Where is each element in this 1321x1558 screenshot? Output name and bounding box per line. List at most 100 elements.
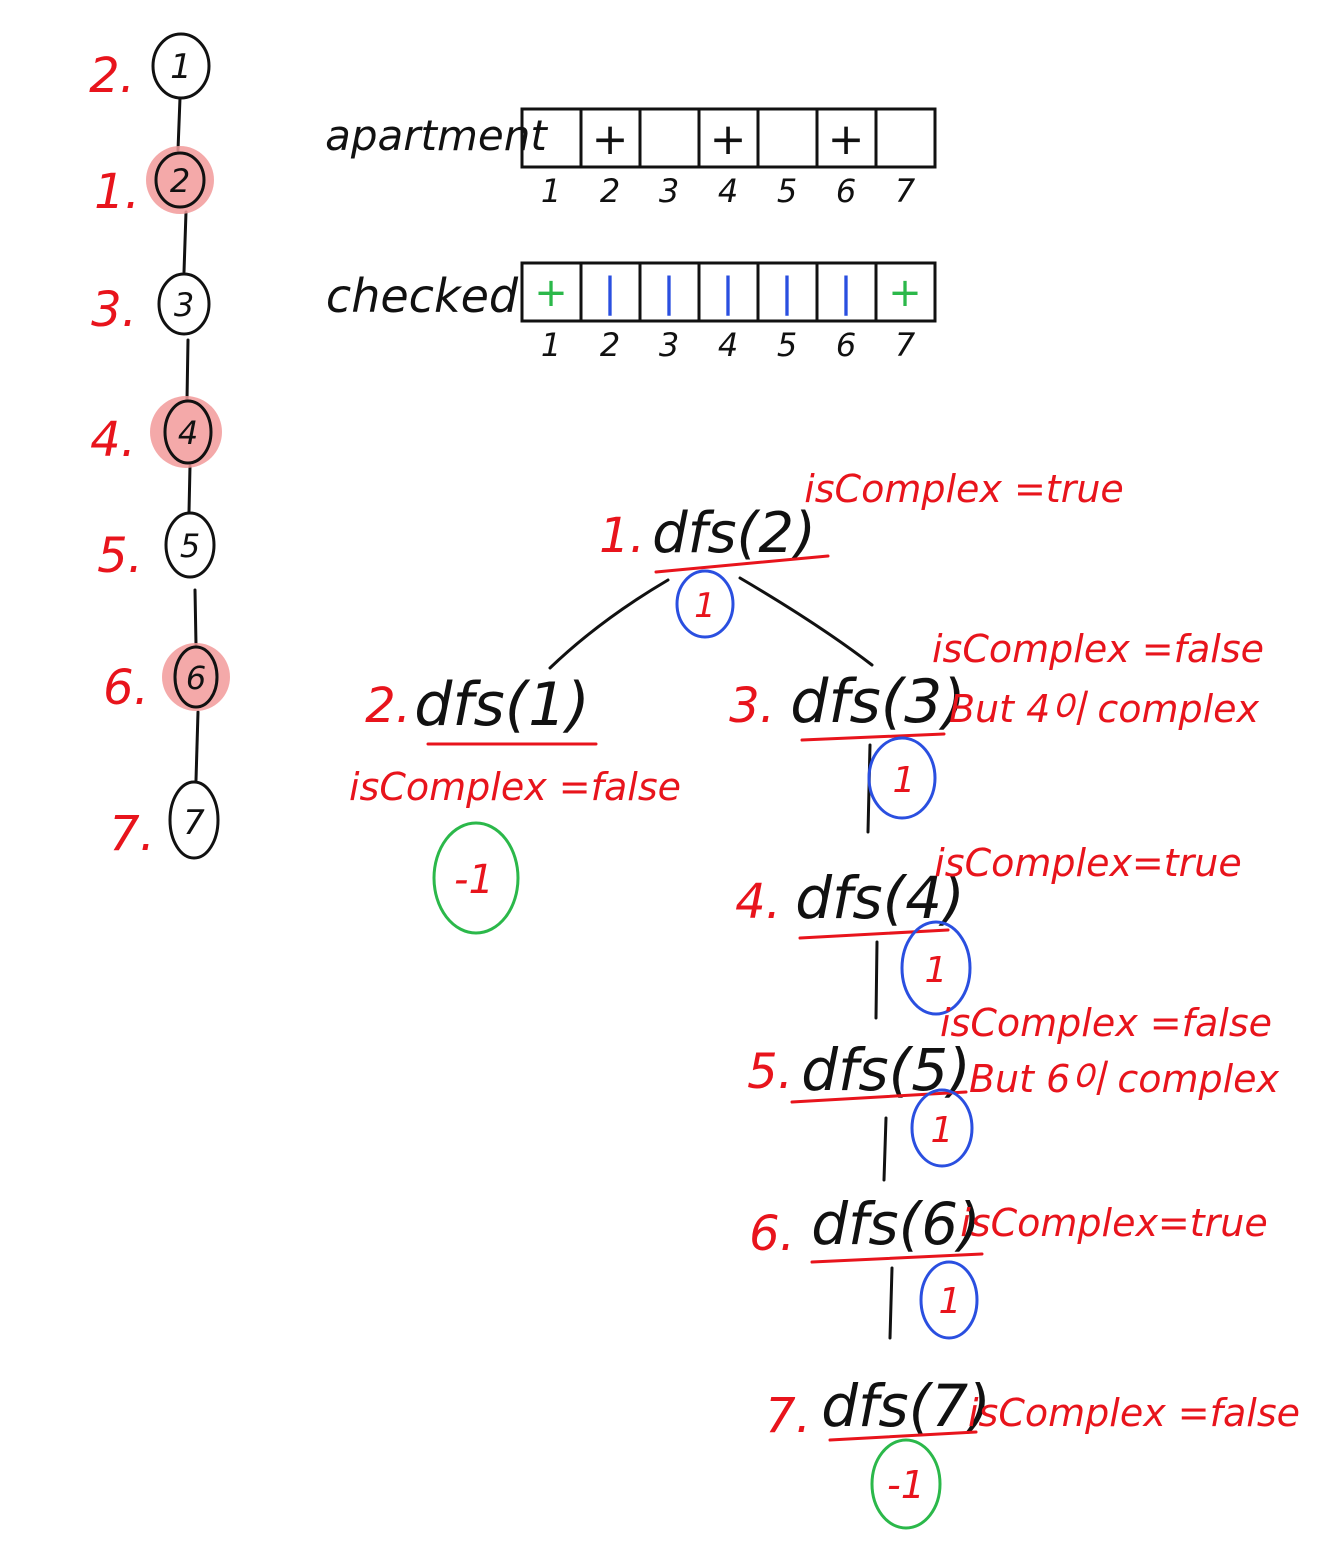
call-label: dfs(3)	[790, 667, 965, 737]
return-value: 1	[925, 950, 948, 991]
visit-order-label: 5.	[97, 528, 143, 584]
graph-edge	[193, 588, 198, 647]
graph-node-3: 3 3.	[91, 272, 211, 338]
array-index: 4	[718, 172, 738, 210]
call-step: 5.	[747, 1044, 793, 1100]
dfs-call-5: 5. dfs(5) isComplex =false But 6이 comple…	[747, 1001, 1280, 1168]
node-label: 3	[174, 286, 194, 324]
return-circle	[900, 920, 972, 1016]
array-index: 2	[600, 172, 620, 210]
call-step: 3.	[729, 678, 775, 734]
visit-order-label: 7.	[109, 806, 155, 862]
call-label: dfs(1)	[414, 670, 589, 740]
dfs-call-1: 1. dfs(2) isComplex =true 1	[599, 467, 1124, 639]
graph-node-7: 7 7.	[109, 780, 220, 862]
call-underline	[800, 732, 946, 742]
call-label: dfs(7)	[821, 1372, 991, 1440]
return-circle	[870, 1438, 942, 1530]
apartment-cell-4: +	[710, 114, 747, 165]
graph-edge	[187, 464, 192, 514]
call-note-2: But 4이 complex	[949, 687, 1260, 731]
dfs-call-tree: 1. dfs(2) isComplex =true 1 2. dfs(1) is…	[349, 467, 1300, 1530]
graph-node-5: 5 5.	[97, 511, 216, 584]
array-index: 6	[836, 326, 856, 364]
dfs-call-6: 6. dfs(6) isComplex=true 1	[749, 1190, 1268, 1340]
graph-chain: 1 2. 2 1. 3 3. 4 4. 5 5. 6	[89, 32, 230, 862]
tree-edge	[888, 1266, 894, 1340]
tree-edge	[874, 940, 879, 1020]
array-index: 4	[718, 326, 738, 364]
call-step: 4.	[735, 874, 781, 930]
call-step: 6.	[749, 1206, 795, 1262]
tree-edge	[738, 576, 874, 667]
return-circle	[910, 1088, 974, 1168]
dfs-call-3: 3. dfs(3) isComplex =false But 4이 comple…	[729, 627, 1264, 820]
array-index: 5	[777, 172, 797, 210]
call-note: isComplex =false	[968, 1391, 1300, 1435]
return-value: 1	[893, 760, 916, 801]
return-value: 1	[939, 1281, 962, 1322]
return-value: 1	[694, 586, 716, 626]
call-underline	[810, 1252, 984, 1264]
graph-edge	[185, 338, 190, 402]
call-step: 1.	[599, 508, 645, 564]
array-index: 1	[541, 172, 561, 210]
array-index: 2	[600, 326, 620, 364]
return-circle	[675, 569, 735, 639]
array-index: 1	[541, 326, 561, 364]
array-index: 6	[836, 172, 856, 210]
visit-order-label: 2.	[89, 48, 135, 104]
array-frame	[520, 107, 937, 169]
return-value: -1	[454, 857, 494, 903]
apartment-cell-6: +	[828, 114, 865, 165]
checked-cell-7: +	[888, 270, 922, 316]
checked-cell-5: |	[780, 270, 793, 316]
graph-node-4: 4 4.	[90, 399, 213, 468]
checked-cell-2: |	[603, 270, 616, 316]
return-circle	[867, 736, 937, 820]
tree-edge	[882, 1116, 888, 1182]
node-label: 7	[183, 803, 205, 843]
call-underline	[790, 1090, 968, 1104]
return-value: -1	[887, 1463, 925, 1507]
call-note: isComplex =false	[940, 1001, 1272, 1045]
dfs-call-7: 7. dfs(7) isComplex =false -1	[765, 1372, 1300, 1530]
array-index: 7	[895, 172, 916, 210]
call-step: 7.	[765, 1388, 811, 1444]
apartment-cell-2: +	[592, 114, 629, 165]
call-underline	[798, 928, 950, 940]
checked-cell-4: |	[721, 270, 734, 316]
graph-node-2: 2 1.	[94, 151, 206, 220]
graph-edge	[176, 96, 182, 152]
checked-array: checked + | | | | | + 1 2 3 4 5 6 7	[326, 261, 937, 364]
node-label: 4	[178, 414, 198, 452]
checked-label: checked	[326, 269, 519, 323]
tree-edge	[548, 578, 670, 670]
dfs-call-2: 2. dfs(1) isComplex =false -1	[349, 670, 681, 935]
graph-node-6: 6 6.	[103, 645, 219, 716]
dfs-call-4: 4. dfs(4) isComplex=true 1	[735, 841, 1242, 1016]
call-label: dfs(2)	[652, 501, 816, 566]
graph-node-1: 1 2.	[89, 32, 211, 104]
call-note: isComplex =true	[804, 467, 1124, 511]
apartment-array: apartment + + + 1 2 3 4 5 6 7	[325, 107, 937, 210]
checked-cell-6: |	[839, 270, 852, 316]
node-label: 5	[180, 527, 200, 565]
array-index: 7	[895, 326, 916, 364]
call-underline	[654, 554, 830, 574]
call-note: isComplex =false	[349, 765, 681, 809]
array-index: 3	[659, 172, 679, 210]
array-index: 5	[777, 326, 797, 364]
node-label: 1	[170, 47, 192, 87]
visit-order-label: 3.	[91, 282, 137, 338]
call-note: isComplex=true	[960, 1201, 1268, 1245]
call-label: dfs(6)	[811, 1190, 981, 1258]
visit-order-label: 4.	[90, 412, 136, 468]
node-label: 2	[170, 162, 190, 200]
node-label: 6	[186, 659, 206, 697]
apartment-label: apartment	[325, 111, 548, 160]
call-note: isComplex=true	[934, 841, 1242, 885]
array-frame	[520, 261, 937, 323]
return-circle	[919, 1260, 979, 1340]
